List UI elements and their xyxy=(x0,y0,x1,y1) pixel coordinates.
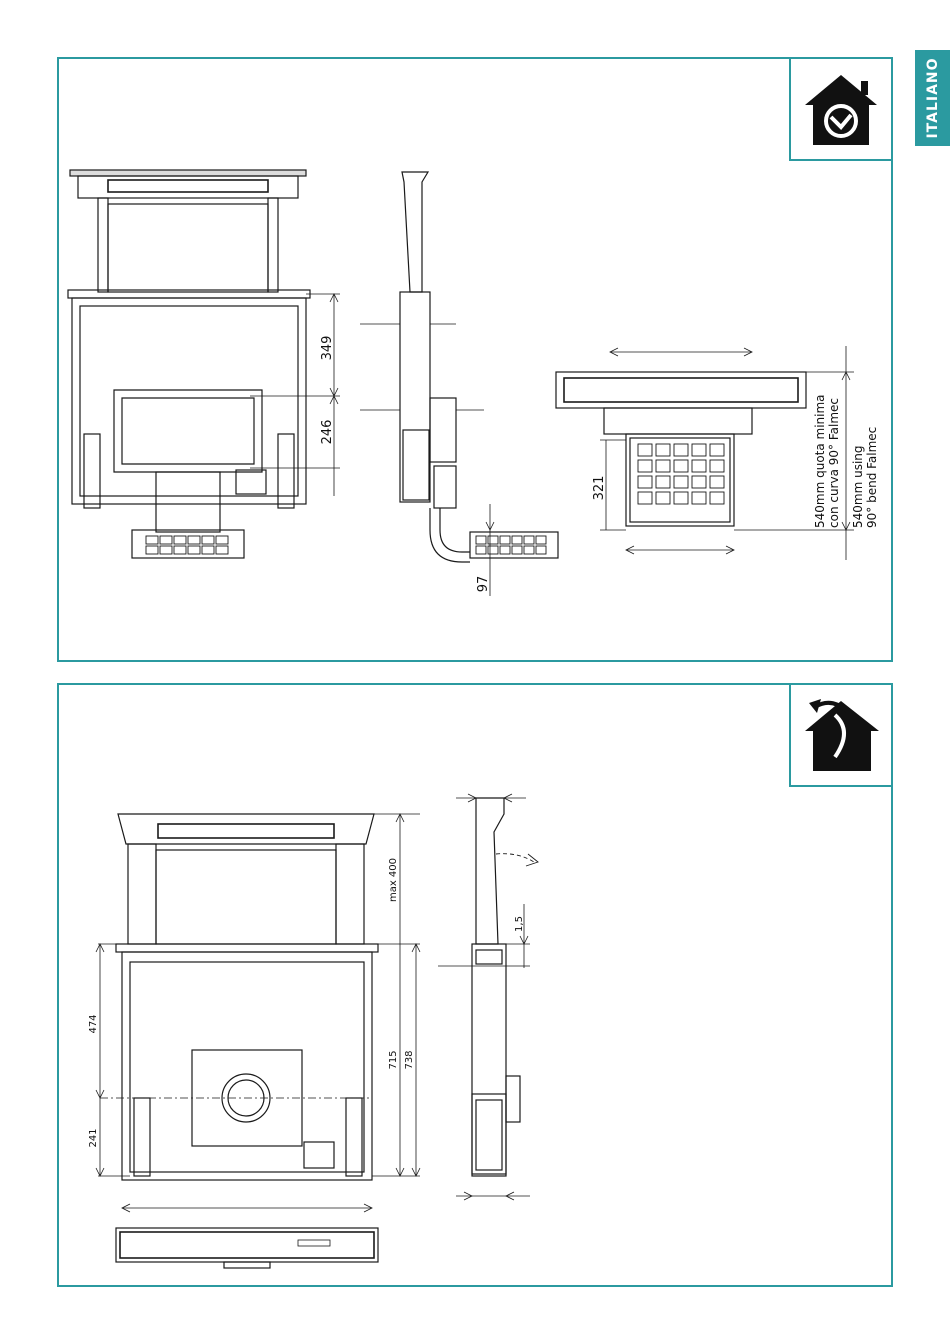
top-side-view xyxy=(360,172,558,596)
note-en-line2: 90° bend Falmec xyxy=(865,427,879,528)
dim-715: 715 xyxy=(388,1050,399,1069)
note-en-line1: 540mm using xyxy=(851,445,865,528)
dim-1-5: 1,5 xyxy=(514,916,525,932)
dim-349: 349 xyxy=(320,336,335,361)
dim-738: 738 xyxy=(404,1050,415,1069)
dim-max400: max 400 xyxy=(388,858,399,902)
note-it-line2: con curva 90° Falmec xyxy=(827,398,841,528)
dim-241: 241 xyxy=(88,1128,99,1147)
bottom-side-view xyxy=(438,794,538,1200)
dim-321: 321 xyxy=(592,476,607,501)
top-plan-view xyxy=(556,346,854,560)
note-it-line1: 540mm quota minima xyxy=(813,394,827,528)
dim-97: 97 xyxy=(476,576,491,593)
dim-474: 474 xyxy=(88,1014,99,1033)
top-front-view xyxy=(68,170,340,558)
bottom-front-view xyxy=(96,814,420,1268)
dim-246: 246 xyxy=(320,420,335,445)
